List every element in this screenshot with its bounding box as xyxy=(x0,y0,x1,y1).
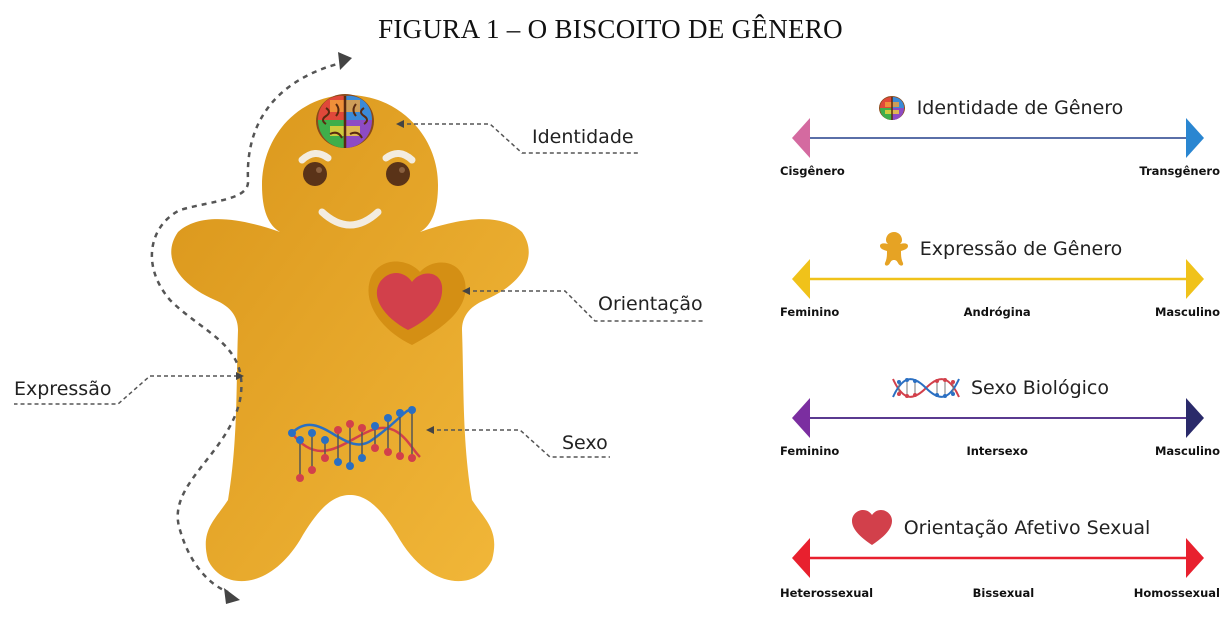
dna-icon xyxy=(892,378,960,398)
scale-label-middle: Intersexo xyxy=(966,444,1028,458)
left-eyebrow xyxy=(298,150,332,164)
scale-arrow-left xyxy=(792,398,810,438)
scale-label-left: Feminino xyxy=(780,305,840,319)
scale-label-right: Transgênero xyxy=(1139,164,1220,178)
scale-arrow-right xyxy=(1186,398,1204,438)
scale-label-right: Masculino xyxy=(1154,444,1220,458)
scale-label-left: Cisgênero xyxy=(780,164,845,178)
scale-title: Orientação Afetivo Sexual xyxy=(903,517,1151,539)
scale-title: Expressão de Gênero xyxy=(919,238,1123,260)
expression-arrow-head-top xyxy=(338,52,352,70)
scale-axis xyxy=(792,118,1204,158)
scale-arrow-right xyxy=(1186,259,1204,299)
label-identidade: Identidade xyxy=(532,126,634,148)
right-eye xyxy=(386,162,410,186)
label-expressao: Expressão xyxy=(14,378,112,400)
gingerbread-cookie-illustration xyxy=(14,52,705,604)
scale-sexo-biologico: Sexo Biológico Feminino Intersexo Mascul… xyxy=(780,366,1220,486)
leader-orientacao xyxy=(466,290,705,322)
smile xyxy=(318,208,382,229)
scale-label-left: Heterossexual xyxy=(780,586,874,600)
label-orientacao: Orientação xyxy=(598,293,703,315)
scale-arrow-right xyxy=(1186,538,1204,578)
scale-label-middle: Bissexual xyxy=(972,586,1035,600)
scale-arrow-left xyxy=(792,118,810,158)
scale-label-right: Homossexual xyxy=(1133,586,1220,600)
leader-expressao xyxy=(14,375,238,405)
heart-icon xyxy=(851,510,892,545)
label-sexo: Sexo xyxy=(562,432,608,454)
cookie-body xyxy=(171,95,529,582)
scale-label-right: Masculino xyxy=(1154,305,1220,319)
expression-arrow-head-bottom xyxy=(224,588,240,604)
brain-icon xyxy=(878,96,905,120)
scale-label-left: Feminino xyxy=(780,444,840,458)
scale-identidade-genero: Identidade de Gênero Cisgênero Transgêne… xyxy=(780,86,1220,206)
gingerbread-icon xyxy=(879,232,908,266)
scale-arrow-left xyxy=(792,538,810,578)
dna-icon xyxy=(288,406,421,482)
leader-sexo xyxy=(430,429,610,458)
figure-title: FIGURA 1 – O BISCOITO DE GÊNERO xyxy=(378,14,843,44)
brain-icon xyxy=(316,94,374,148)
scale-orientacao-afetivo-sexual: Orientação Afetivo Sexual Heterossexual … xyxy=(780,506,1220,626)
leader-identidade xyxy=(400,123,640,154)
heart-icon xyxy=(376,272,443,330)
scale-arrow-right xyxy=(1186,118,1204,158)
expression-arrow-path xyxy=(150,60,346,594)
scale-axis xyxy=(792,259,1204,299)
scale-label-middle: Andrógina xyxy=(963,305,1031,319)
scale-axis xyxy=(792,398,1204,438)
scale-arrow-left xyxy=(792,259,810,299)
scale-title: Sexo Biológico xyxy=(971,377,1109,399)
right-eyebrow xyxy=(382,150,416,164)
scale-axis xyxy=(792,538,1204,578)
scale-expressao-genero: Expressão de Gênero Feminino Andrógina M… xyxy=(780,227,1220,347)
left-eye xyxy=(303,162,327,186)
scale-title: Identidade de Gênero xyxy=(916,97,1124,119)
